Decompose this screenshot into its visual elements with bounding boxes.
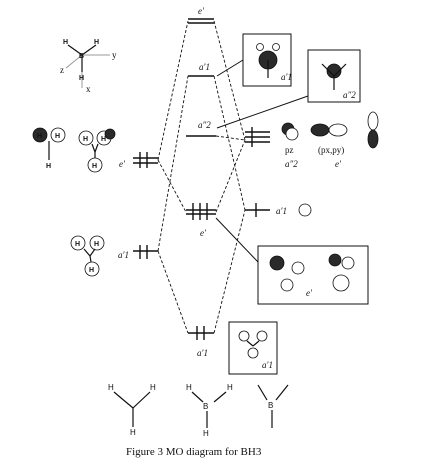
mo-levels: e′ a′1 a″2 e′ a′1 [186,6,216,358]
h-label: H [130,428,136,437]
inset-a2: a″2 [216,49,361,129]
pz-label: pz [285,145,294,155]
mo-e-mid-label: e′ [200,228,207,238]
h-label: H [46,163,51,170]
left-e-label: e′ [119,159,126,169]
h-label: H [92,163,97,170]
boron-orbitals: pz a″2 (px,py) e′ a′1 [245,111,379,217]
h-label: H [75,241,80,248]
inset-e-label: e′ [306,288,313,298]
px-py-label: (px,py) [318,145,344,155]
h-label: H [203,429,209,438]
h-label: H [186,383,192,392]
inset-a1-bottom: a′1 [228,321,278,375]
right-a2-label: a″2 [285,159,298,169]
h-label: H [89,267,94,274]
h-label: H [227,383,233,392]
figure-caption: Figure 3 MO diagram for BH3 [126,446,262,458]
y-axis-label: y [112,50,117,60]
h3-a1-fragment: H H H a′1 [70,235,158,277]
b-label: B [79,53,84,60]
axis-molecule: H H B H y z x [60,39,117,94]
h3-e-fragment: H H H H H H e′ [32,127,158,173]
h-label: H [101,136,106,143]
right-a1-label: a′1 [276,206,287,216]
h-label: H [63,39,68,46]
inset-e: e′ [215,217,369,305]
x-axis-label: x [86,84,91,94]
h-label: H [108,383,114,392]
h-label: H [94,39,99,46]
h-label: H [55,133,60,140]
inset-a2-label: a″2 [343,90,356,100]
mo-a1-bottom-label: a′1 [197,348,208,358]
mo-a2-label: a″2 [198,120,211,130]
mo-e-top-label: e′ [198,6,205,16]
mo-a1-top-label: a′1 [199,62,210,72]
inset-a1-bottom-label: a′1 [262,360,273,370]
h-label: H [94,241,99,248]
inset-a1-top-label: a′1 [281,72,292,82]
b-label: B [203,402,208,411]
left-a1-label: a′1 [118,250,129,260]
bottom-structures: H H H H H B H B [108,383,289,438]
right-e-label: e′ [335,159,342,169]
inset-a1-top: a′1 [216,33,292,87]
h-label: H [37,133,42,140]
h-label: H [83,136,88,143]
z-axis-label: z [60,65,64,75]
h-label: H [150,383,156,392]
h-label: H [79,75,84,82]
b-label: B [268,401,273,410]
